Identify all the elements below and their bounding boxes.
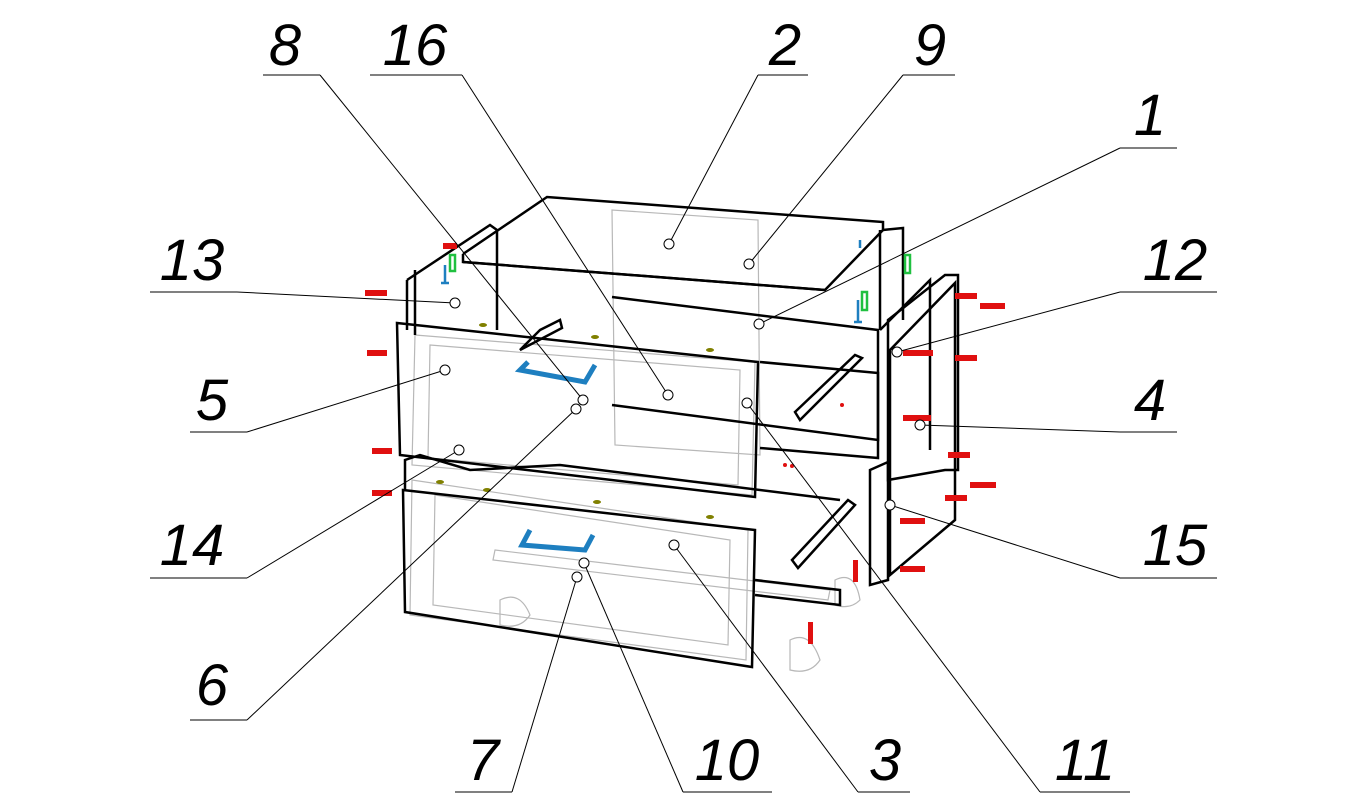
leader-point-6 — [570, 403, 582, 415]
handle-top-drawer — [514, 360, 598, 385]
leader-line-4 — [919, 424, 1121, 433]
leader-point-4 — [914, 419, 926, 431]
leader-point-11 — [741, 397, 753, 409]
leader-line-11 — [746, 402, 1041, 793]
leader-point-16 — [662, 389, 674, 401]
callout-label-16: 16 — [383, 13, 448, 78]
callout-label-5: 5 — [196, 368, 229, 433]
leader-point-9 — [743, 258, 755, 270]
leader-line-1 — [758, 147, 1121, 325]
leader-line-10 — [583, 562, 684, 793]
callout-label-9: 9 — [914, 13, 946, 78]
leader-point-7 — [571, 571, 583, 583]
callout-label-11: 11 — [1055, 728, 1115, 793]
callout-label-4: 4 — [1134, 368, 1166, 433]
dowel-icons — [436, 323, 714, 519]
callout-label-6: 6 — [196, 653, 229, 718]
handle-icons — [514, 360, 598, 553]
leader-point-2 — [663, 238, 675, 250]
callout-label-14: 14 — [160, 513, 225, 578]
leader-point-5 — [439, 364, 451, 376]
leader-point-10 — [578, 557, 590, 569]
leader-line-15 — [889, 504, 1121, 579]
leader-line-8 — [319, 74, 584, 401]
callout-label-10: 10 — [695, 728, 760, 793]
leader-line-14 — [246, 449, 460, 579]
leader-line-3 — [673, 544, 859, 793]
leader-point-15 — [884, 499, 896, 511]
hidden-lines — [409, 209, 861, 672]
leader-point-8 — [577, 394, 589, 406]
callout-label-2: 2 — [768, 13, 801, 78]
leader-line-2 — [668, 74, 759, 245]
clip-icons — [441, 240, 912, 324]
leader-line-6 — [246, 408, 577, 721]
leader-point-1 — [753, 318, 765, 330]
callout-label-8: 8 — [269, 13, 301, 78]
leader-line-13 — [236, 291, 456, 304]
callout-label-13: 13 — [160, 228, 225, 293]
leader-point-3 — [668, 539, 680, 551]
cabinet-outlines — [395, 195, 960, 669]
screw-icons — [365, 243, 1005, 644]
leader-point-14 — [453, 444, 465, 456]
leader-line-5 — [246, 369, 446, 433]
callout-label-3: 3 — [869, 728, 901, 793]
leader-line-9 — [748, 74, 904, 265]
callout-label-7: 7 — [467, 728, 502, 793]
callout-label-15: 15 — [1143, 513, 1208, 578]
leader-point-12 — [891, 346, 903, 358]
leader-line-7 — [511, 576, 578, 793]
callout-label-1: 1 — [1134, 83, 1166, 148]
leader-line-12 — [896, 291, 1121, 353]
leader-point-13 — [449, 297, 461, 309]
callout-label-12: 12 — [1143, 228, 1208, 293]
handle-bottom-drawer — [517, 528, 596, 553]
leader-line-16 — [461, 74, 669, 396]
